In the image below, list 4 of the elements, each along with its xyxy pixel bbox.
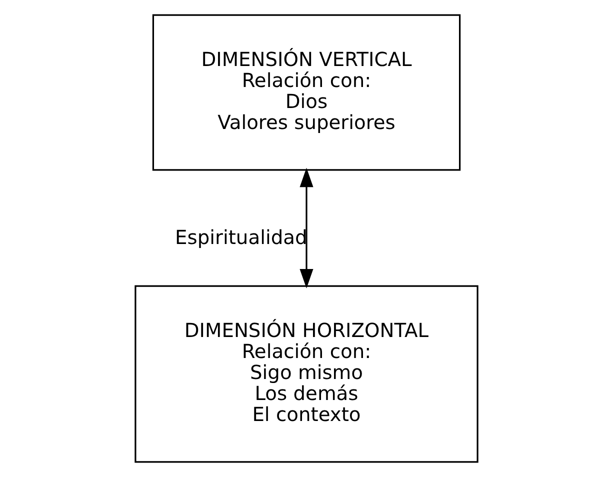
node-box: DIMENSIÓN HORIZONTAL Relación con: Sigo mismo Los demás El contexto bbox=[134, 285, 478, 463]
arrow bbox=[300, 168, 314, 288]
node-box: DIMENSIÓN VERTICAL Relación con: Dios Valores superiores bbox=[152, 14, 461, 171]
edge-label: Espiritualidad bbox=[175, 226, 308, 249]
